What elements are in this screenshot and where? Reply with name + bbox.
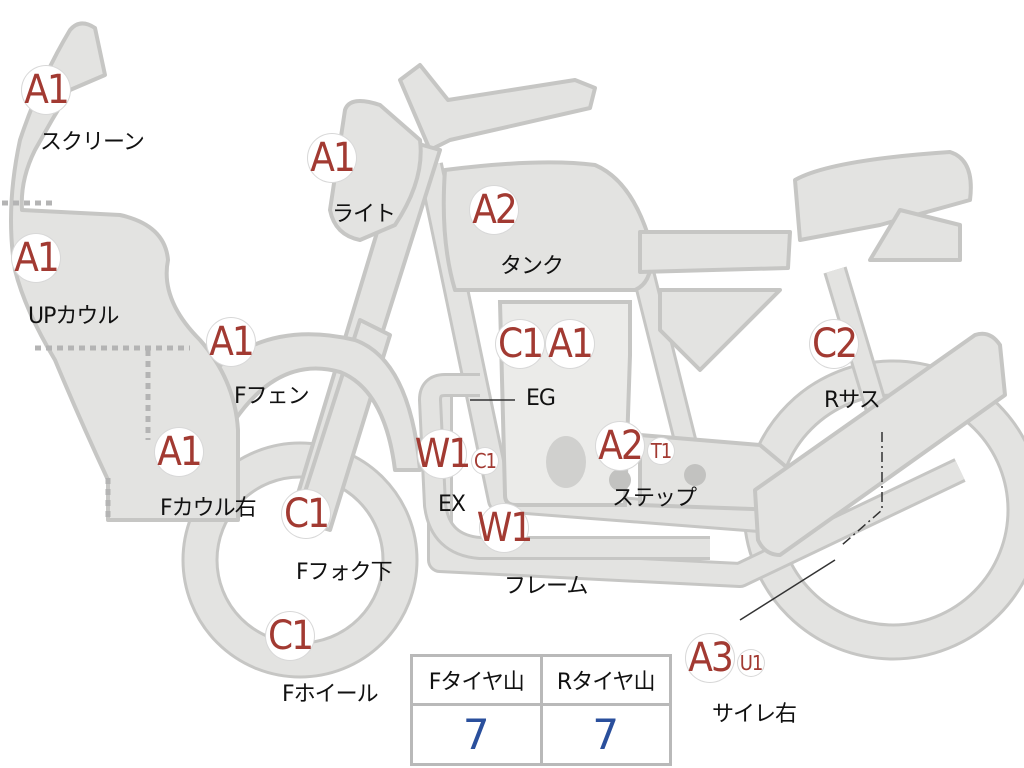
muffler [753,331,1007,557]
part-label: Fフェン [234,384,310,409]
front-tire-tread-value: 7 [410,703,543,766]
part-label: スクリーン [40,130,145,155]
fairing [9,21,240,522]
part-label: サイレ右 [712,702,797,727]
table-header-front-tire: Fタイヤ山 [410,654,543,706]
handlebar [398,63,597,152]
part-label: UPカウル [28,304,119,329]
code-badge: A1 [308,134,356,182]
code-badge: A2 [470,186,518,234]
code-badge: A1 [207,318,255,366]
tire-tread-table: Fタイヤ山 Rタイヤ山 7 7 [410,654,672,766]
code-badge: A3 [686,634,734,682]
part-label: ライト [332,202,396,227]
code-badge-small: U1 [738,650,764,676]
part-label: ステップ [612,486,697,511]
code-badge: A1 [546,320,594,368]
code-badge: W1 [414,430,471,478]
part-label: Fホイール [282,682,379,707]
part-label: EX [438,492,466,517]
code-badge: A1 [12,234,60,282]
code-badge: A1 [22,66,70,114]
code-badge-small: C1 [472,448,498,474]
part-label: EG [526,386,556,411]
side-cover [658,288,782,372]
exhaust-pipe [421,376,710,557]
code-badge: C1 [266,612,314,660]
part-label: Fカウル右 [160,496,257,521]
code-badge: C2 [810,320,858,368]
front-wheel [183,443,417,677]
code-badge: A1 [155,428,203,476]
seat-rear [793,150,973,242]
rear-tire-tread-value: 7 [539,703,672,766]
code-badge-small: T1 [648,438,674,464]
part-label: フレーム [504,574,588,599]
code-badge: A2 [596,422,644,470]
seat-front [638,230,792,274]
code-badge: C1 [282,490,330,538]
code-badge: C1 [496,320,544,368]
code-badge: W1 [476,504,533,552]
part-label: タンク [500,254,564,279]
part-label: Fフォク下 [296,560,393,585]
part-label: Rサス [824,388,881,413]
table-header-rear-tire: Rタイヤ山 [539,654,672,706]
